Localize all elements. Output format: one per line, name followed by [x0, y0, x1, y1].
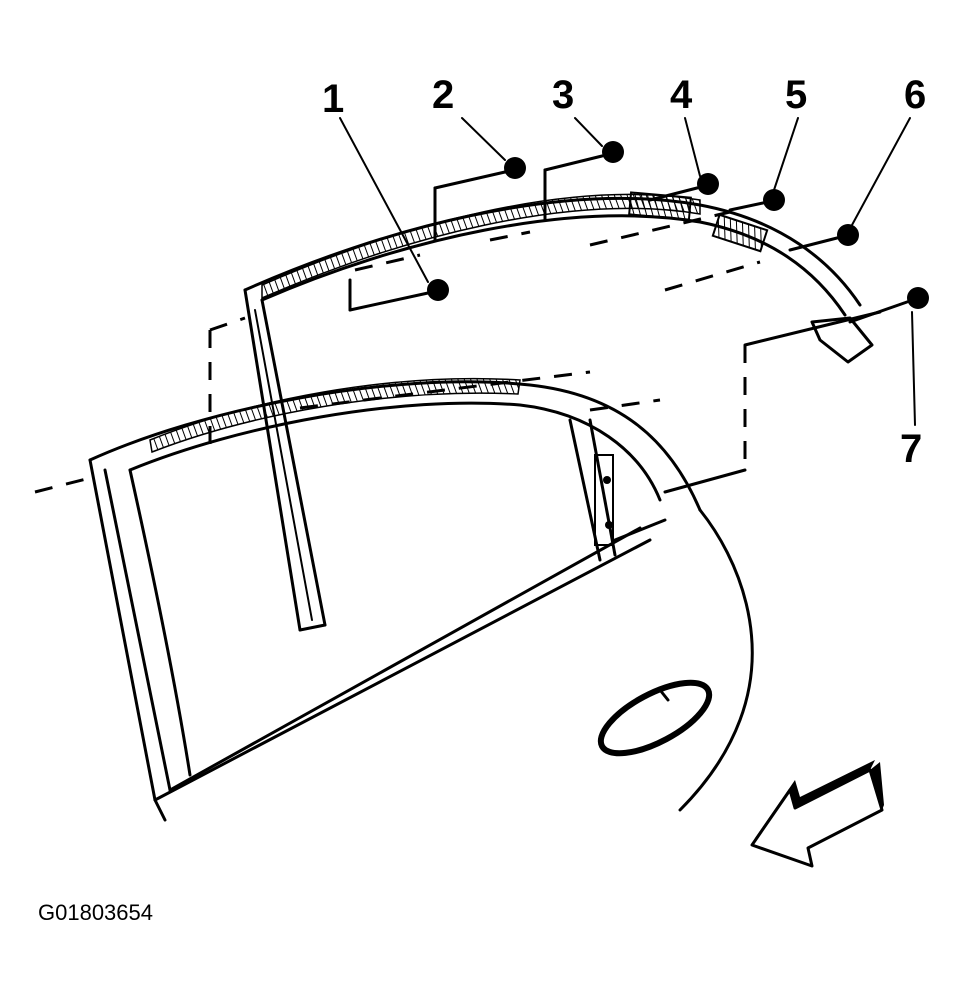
callout-2: 2 — [432, 73, 454, 117]
callout-6: 6 — [904, 73, 926, 117]
callout-5: 5 — [785, 73, 807, 117]
screw-3-icon — [543, 141, 624, 222]
screw-2-icon — [433, 157, 526, 242]
upper-door-frame-molding — [243, 191, 874, 632]
screw-5-icon — [728, 189, 785, 212]
door-window-frame — [88, 377, 702, 802]
screw-6-icon — [788, 224, 859, 252]
front-direction-arrow-icon — [750, 760, 884, 868]
callout-1: 1 — [322, 77, 344, 121]
callout-3: 3 — [552, 73, 574, 117]
door-handle-icon — [597, 679, 713, 757]
screw-7-icon — [663, 287, 929, 494]
alignment-lines — [34, 210, 761, 494]
callout-7: 7 — [900, 427, 922, 471]
fasteners — [348, 141, 929, 494]
door-body — [153, 508, 754, 822]
figure-id: G01803654 — [38, 900, 153, 925]
callout-4: 4 — [670, 73, 693, 117]
screw-1-icon — [348, 278, 449, 312]
callout-labels: 1 2 3 4 5 6 7 — [322, 73, 926, 471]
callout-leaders — [339, 117, 916, 426]
screw-4-icon — [648, 173, 719, 202]
